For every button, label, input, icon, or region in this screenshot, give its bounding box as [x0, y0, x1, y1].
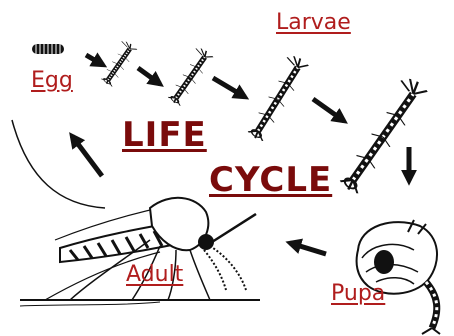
egg-raft-icon — [32, 44, 64, 54]
stage-label-egg: Egg — [31, 70, 73, 92]
stage-label-larvae: Larvae — [276, 12, 351, 34]
diagram-title-line1: LIFE — [122, 118, 207, 152]
diagram-title-line2: CYCLE — [209, 163, 332, 197]
pupa-icon — [357, 220, 440, 334]
stage-label-adult: Adult — [126, 264, 183, 286]
stage-label-pupa: Pupa — [331, 283, 385, 305]
